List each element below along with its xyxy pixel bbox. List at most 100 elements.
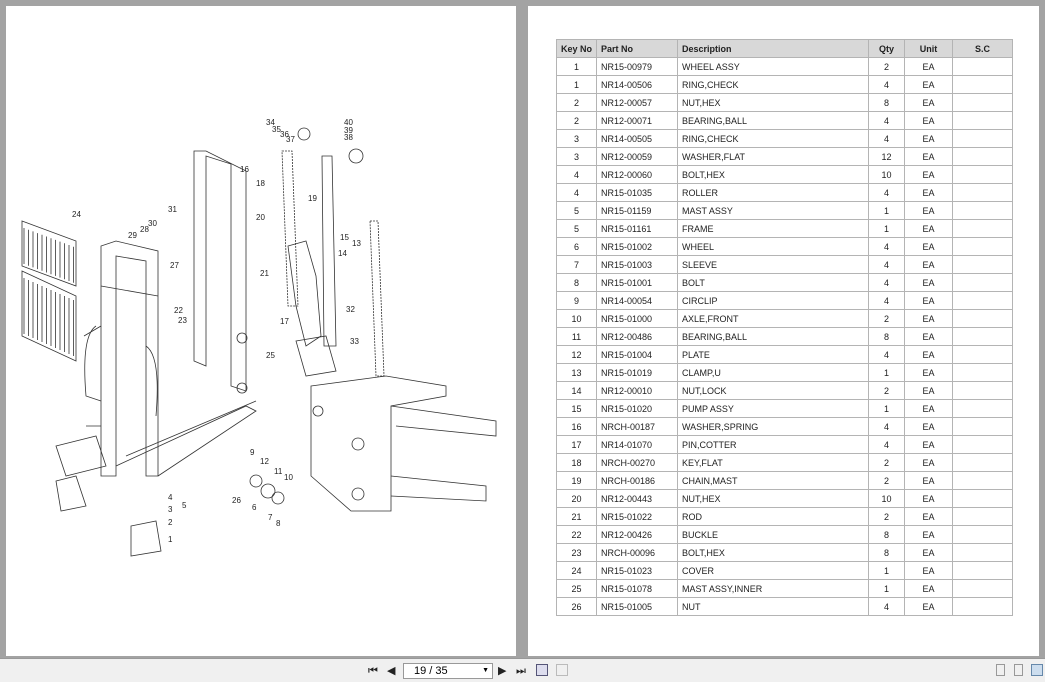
cell-part-no: NR14-00506: [596, 75, 679, 94]
cell-part-no: NR15-01003: [596, 255, 679, 274]
cell-sc: [952, 381, 1014, 400]
cell-unit: EA: [904, 129, 954, 148]
cell-sc: [952, 255, 1014, 274]
prev-page-button[interactable]: ◀: [387, 665, 396, 677]
callout-label: 22: [174, 306, 183, 315]
cell-description: SLEEVE: [677, 255, 870, 274]
parts-list-page: Key No Part No Description Qty Unit S.C …: [528, 6, 1039, 656]
fit-page-icon[interactable]: [536, 664, 548, 676]
cell-unit: EA: [904, 147, 954, 166]
callout-label: 6: [252, 503, 257, 512]
cell-unit: EA: [904, 435, 954, 454]
cell-qty: 1: [868, 363, 906, 382]
cell-description: AXLE,FRONT: [677, 309, 870, 328]
callout-label: 16: [240, 165, 249, 174]
callout-label: 25: [266, 351, 275, 360]
cell-qty: 2: [868, 57, 906, 76]
cell-qty: 1: [868, 399, 906, 418]
cell-description: PLATE: [677, 345, 870, 364]
cell-part-no: NR12-00071: [596, 111, 679, 130]
cell-unit: EA: [904, 237, 954, 256]
cell-qty: 10: [868, 489, 906, 508]
cell-qty: 4: [868, 111, 906, 130]
chains-and-pump: [281, 127, 385, 377]
cell-sc: [952, 399, 1014, 418]
cell-unit: EA: [904, 291, 954, 310]
cell-key-no: 25: [555, 579, 598, 598]
cell-part-no: NR12-00010: [596, 381, 679, 400]
cell-unit: EA: [904, 345, 954, 364]
cell-key-no: 1: [555, 57, 598, 76]
cell-key-no: 6: [555, 237, 598, 256]
cell-qty: 8: [868, 93, 906, 112]
cell-description: BEARING,BALL: [677, 327, 870, 346]
cell-qty: 4: [868, 129, 906, 148]
col-sc: S.C: [952, 39, 1014, 58]
cell-sc: [952, 435, 1014, 454]
callout-label: 39: [344, 126, 353, 135]
fork-frame: [310, 375, 497, 512]
next-page-button[interactable]: ▶: [498, 665, 507, 677]
cell-key-no: 8: [555, 273, 598, 292]
cell-qty: 4: [868, 237, 906, 256]
cell-sc: [952, 543, 1014, 562]
cell-part-no: NR12-00059: [596, 147, 679, 166]
callout-label: 40: [344, 118, 353, 127]
cell-key-no: 22: [555, 525, 598, 544]
cell-qty: 4: [868, 273, 906, 292]
cell-unit: EA: [904, 453, 954, 472]
cell-description: BOLT,HEX: [677, 543, 870, 562]
cell-part-no: NR14-00505: [596, 129, 679, 148]
cell-qty: 4: [868, 345, 906, 364]
inner-mast: [193, 150, 248, 394]
fit-width-icon[interactable]: [556, 664, 568, 676]
cell-unit: EA: [904, 597, 954, 616]
callout-label: 30: [148, 219, 157, 228]
callout-label: 26: [232, 496, 241, 505]
cell-description: WHEEL ASSY: [677, 57, 870, 76]
callout-label: 11: [274, 467, 283, 476]
cell-unit: EA: [904, 75, 954, 94]
two-page-view-icon[interactable]: [1031, 664, 1043, 676]
cell-sc: [952, 417, 1014, 436]
last-page-button[interactable]: ⏭: [516, 665, 526, 677]
cell-qty: 4: [868, 183, 906, 202]
cell-sc: [952, 93, 1014, 112]
cell-description: FRAME: [677, 219, 870, 238]
cell-key-no: 9: [555, 291, 598, 310]
cell-qty: 2: [868, 381, 906, 400]
cell-part-no: NRCH-00270: [596, 453, 679, 472]
callout-label: 33: [350, 337, 359, 346]
callout-label: 38: [344, 133, 353, 142]
cell-key-no: 16: [555, 417, 598, 436]
callout-label: 27: [170, 261, 179, 270]
first-page-button[interactable]: ⏮: [368, 665, 378, 677]
cell-sc: [952, 219, 1014, 238]
continuous-view-icon[interactable]: [1014, 664, 1023, 676]
cell-part-no: NR12-00057: [596, 93, 679, 112]
cell-unit: EA: [904, 543, 954, 562]
cell-description: BEARING,BALL: [677, 111, 870, 130]
single-page-view-icon[interactable]: [996, 664, 1005, 676]
table-header-row: Key No Part No Description Qty Unit S.C: [555, 39, 1014, 58]
cell-part-no: NR15-01004: [596, 345, 679, 364]
wheels: [249, 474, 285, 505]
callout-label: 28: [140, 225, 149, 234]
cell-key-no: 7: [555, 255, 598, 274]
cell-qty: 8: [868, 327, 906, 346]
cell-key-no: 5: [555, 219, 598, 238]
page-number-select[interactable]: 19 / 35▼: [403, 663, 493, 679]
callout-label: 5: [182, 501, 187, 510]
